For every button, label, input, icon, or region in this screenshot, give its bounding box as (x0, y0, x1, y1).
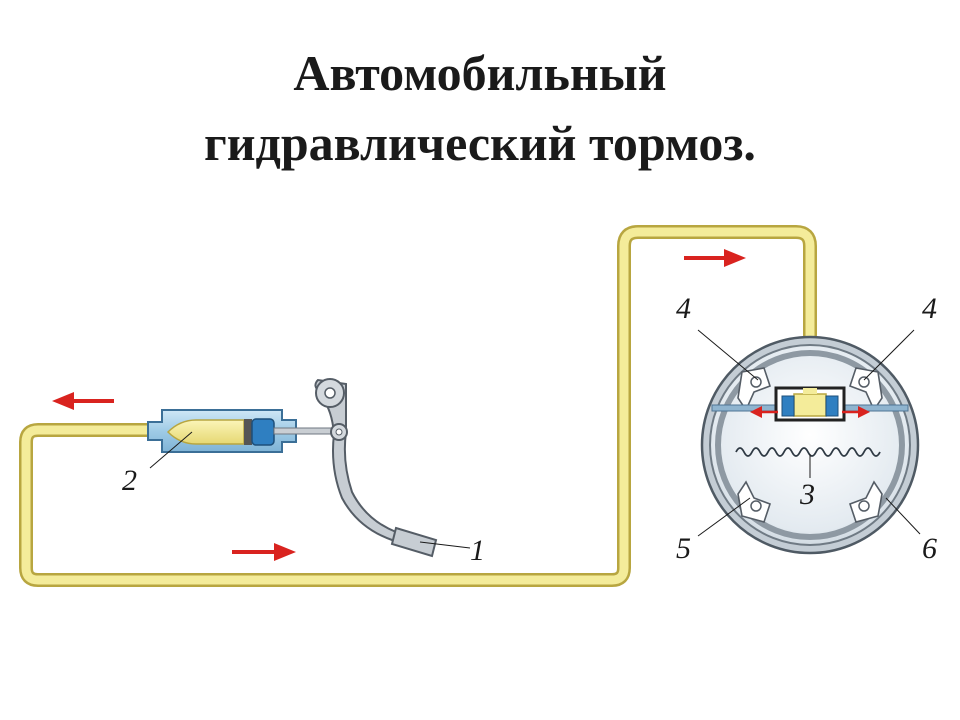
label-shoe-left: 4 (676, 292, 691, 325)
brake-shoe-lining (715, 350, 905, 540)
brake-pedal-icon (314, 378, 438, 558)
flow-arrow-top (684, 249, 746, 267)
brake-drum-icon (700, 335, 920, 555)
title-line-1: Автомобильный (293, 45, 667, 101)
label-shoe-right: 4 (922, 292, 937, 325)
piston-arrow-left (750, 406, 778, 418)
piston-seal (244, 419, 252, 445)
brake-fluid-line (19, 225, 817, 587)
title-line-2: гидравлический тормоз. (204, 115, 756, 171)
flow-arrow-left (52, 392, 114, 410)
wheel-cylinder (750, 386, 870, 422)
label-pedal: 1 (470, 534, 485, 567)
label-spring: 5 (676, 532, 691, 565)
flow-arrow-bottom (232, 543, 296, 561)
label-wheel-cylinder: 3 (799, 478, 815, 511)
push-rod (273, 427, 339, 435)
diagram-title: Автомобильный гидравлический тормоз. (0, 38, 960, 178)
label-master-cylinder: 2 (122, 464, 137, 497)
leader-lines (149, 329, 921, 549)
pedal-pad (390, 526, 438, 558)
master-cylinder (147, 409, 339, 453)
piston (251, 418, 275, 446)
label-drum: 6 (922, 532, 937, 565)
piston-arrow-right (842, 406, 870, 418)
return-spring (735, 447, 881, 457)
